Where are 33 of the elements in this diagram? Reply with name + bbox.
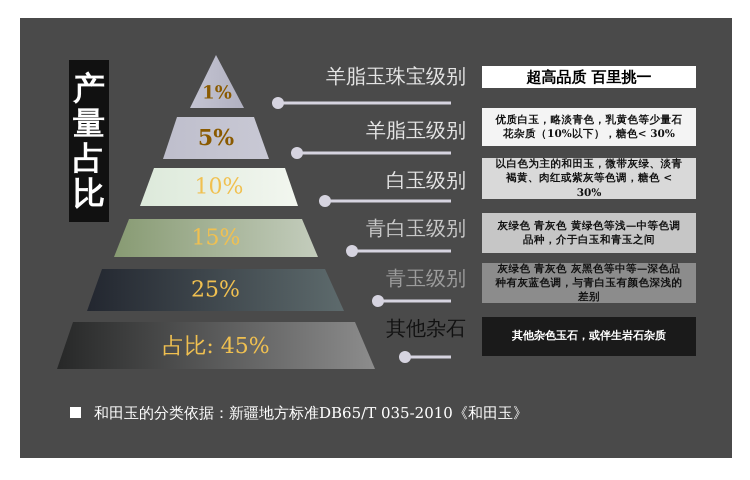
- description-box: [482, 263, 696, 303]
- vertical-title: 产量占比: [73, 70, 105, 212]
- grade-label: 羊脂玉珠宝级别: [326, 63, 466, 90]
- description-text: 其他杂色玉石，或伴生岩石杂质: [512, 329, 666, 344]
- description-text: 超高品质 百里挑一: [526, 66, 652, 88]
- description-text: 优质白玉，略淡青色，乳黄色等少量石花杂质（10%以下），糖色< 30%: [494, 112, 684, 142]
- pyramid-layer: [57, 322, 375, 369]
- pyramid-layer: [140, 168, 298, 206]
- percentage-label: 1%: [202, 82, 232, 104]
- grade-label: 青玉级别: [386, 265, 466, 292]
- description-text: 灰绿色 青灰色 黄绿色等浅—中等色调品种，介于白玉和青玉之间: [496, 218, 682, 248]
- description-box: [482, 158, 696, 199]
- pyramid-layer: [87, 269, 344, 311]
- description-box: [482, 66, 696, 88]
- percentage-label: 25%: [191, 278, 240, 302]
- pyramid-layer: [114, 219, 318, 257]
- grade-label: 白玉级别: [386, 167, 466, 194]
- percentage-label: 15%: [192, 226, 240, 250]
- description-box: [482, 108, 696, 146]
- title-panel: [69, 60, 109, 222]
- pyramid-layer: [190, 55, 244, 108]
- description-box: [482, 317, 696, 356]
- percentage-label: 5%: [198, 125, 234, 151]
- footnote: 和田玉的分类依据：新疆地方标准DB65/T 035-2010《和田玉》: [94, 404, 528, 423]
- pyramid-layer: [163, 117, 269, 159]
- grade-label: 其他杂石: [386, 315, 466, 342]
- grade-label: 青白玉级别: [366, 215, 466, 242]
- description-text: 灰绿色 青灰色 灰黑色等中等—深色品种有灰蓝色调，与青白玉有颜色深浅的差别: [494, 262, 684, 304]
- percentage-label: 10%: [194, 174, 244, 200]
- percentage-label: 占比: 45%: [162, 332, 270, 360]
- description-text: 以白色为主的和田玉，微带灰绿、淡青褐黄、肉红或紫灰等色调，糖色 < 30%: [494, 157, 684, 200]
- grade-label: 羊脂玉级别: [366, 117, 466, 144]
- description-box: [482, 213, 696, 253]
